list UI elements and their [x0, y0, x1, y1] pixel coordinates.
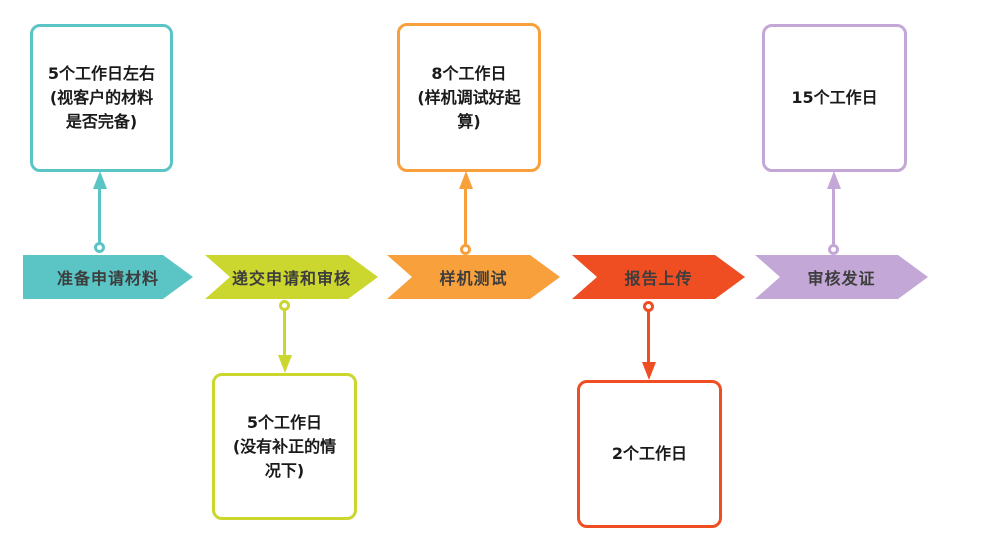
note-box-step-3: 8个工作日 (样机调试好起 算)	[397, 23, 541, 172]
chevron-step-1: 准备申请材料	[23, 255, 193, 299]
arrowhead-up-icon	[459, 171, 473, 189]
note-box-step-1-text: 5个工作日左右 (视客户的材料 是否完备)	[47, 64, 156, 131]
chevron-step-4-label: 报告上传	[624, 269, 693, 288]
note-box-step-5-text: 15个工作日	[791, 88, 878, 107]
arrowhead-down-icon	[278, 355, 292, 373]
note-box-step-4: 2个工作日	[577, 380, 722, 528]
chevron-step-5-label: 审核发证	[807, 269, 876, 288]
connector-line-4	[647, 311, 650, 362]
connector-line-2	[283, 310, 286, 356]
connector-line-1	[98, 189, 101, 243]
arrowhead-up-icon	[93, 171, 107, 189]
connector-circle-2	[279, 300, 290, 311]
connector-circle-3	[460, 244, 471, 255]
chevron-step-3: 样机测试	[387, 255, 560, 299]
connector-circle-4	[643, 301, 654, 312]
connector-circle-5	[828, 244, 839, 255]
note-box-step-2-text: 5个工作日 (没有补正的情 况下)	[232, 412, 337, 480]
note-box-step-1: 5个工作日左右 (视客户的材料 是否完备)	[30, 24, 173, 172]
chevron-step-2: 递交申请和审核	[205, 255, 378, 299]
arrowhead-up-icon	[827, 171, 841, 189]
chevron-step-4: 报告上传	[572, 255, 745, 299]
connector-circle-1	[94, 242, 105, 253]
chevron-step-5: 审核发证	[755, 255, 928, 299]
note-box-step-2: 5个工作日 (没有补正的情 况下)	[212, 373, 357, 520]
chevron-step-1-label: 准备申请材料	[56, 269, 159, 288]
connector-line-3	[464, 189, 467, 245]
note-box-step-4-text: 2个工作日	[611, 444, 688, 463]
chevron-step-2-label: 递交申请和审核	[231, 269, 351, 288]
connector-line-5	[832, 189, 835, 245]
chevron-step-3-label: 样机测试	[439, 269, 508, 288]
note-box-step-5: 15个工作日	[762, 24, 907, 172]
arrowhead-down-icon	[642, 362, 656, 380]
note-box-step-3-text: 8个工作日 (样机调试好起 算)	[417, 63, 521, 131]
